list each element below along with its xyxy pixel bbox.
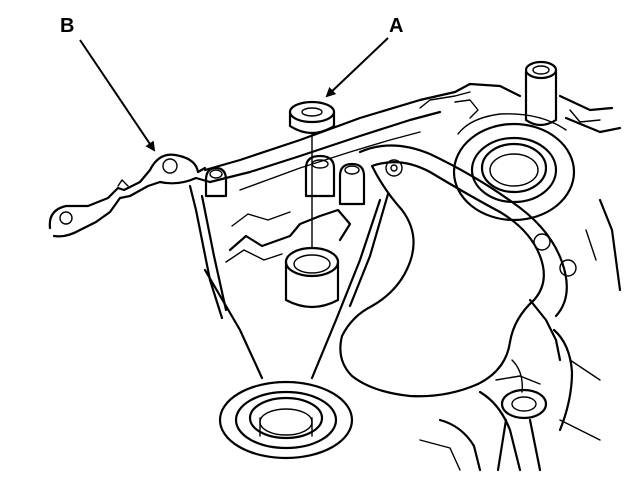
leader-arrow-a — [325, 37, 389, 98]
leader-arrow-b — [79, 39, 156, 152]
bottom-seal — [218, 380, 354, 460]
callout-label-a: A — [389, 15, 404, 37]
case-body — [188, 60, 622, 472]
gasket-b — [48, 153, 212, 238]
o-ring-a — [288, 100, 336, 249]
callout-label-b: B — [60, 15, 75, 37]
